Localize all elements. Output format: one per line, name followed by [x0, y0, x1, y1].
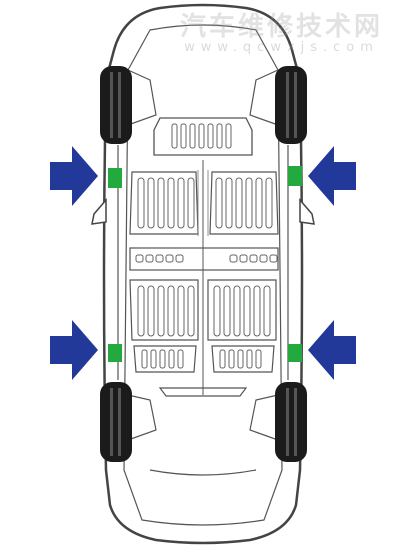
- lift-point-rear-right: [288, 344, 302, 362]
- arrow-right-icon: [50, 320, 98, 380]
- arrow-right-icon: [50, 146, 98, 206]
- lift-point-rear-left: [108, 344, 122, 362]
- arrow-left-icon: [308, 146, 356, 206]
- rear-left-floor-panel: [129, 279, 199, 341]
- lift-point-front-left: [108, 168, 122, 188]
- lift-point-front-right: [288, 166, 302, 186]
- arrow-left-icon: [308, 320, 356, 380]
- car-body-inner-outline: [123, 24, 283, 526]
- cross-member: [129, 247, 279, 271]
- right-mirror: [299, 197, 315, 225]
- front-right-tire: [275, 66, 307, 144]
- rear-right-floor-panel: [207, 279, 277, 341]
- front-left-tire: [100, 66, 132, 144]
- watermark-url: www.qcwxjs.com: [184, 40, 379, 55]
- rear-left-tire: [100, 382, 132, 462]
- watermark-title: 汽车维修技术网: [179, 12, 383, 42]
- left-mirror: [91, 197, 107, 225]
- front-right-floor-panel: [209, 171, 279, 235]
- rear-right-tire: [275, 382, 307, 462]
- engine-bay-panel: [153, 117, 253, 156]
- rear-small-panels: [133, 345, 275, 373]
